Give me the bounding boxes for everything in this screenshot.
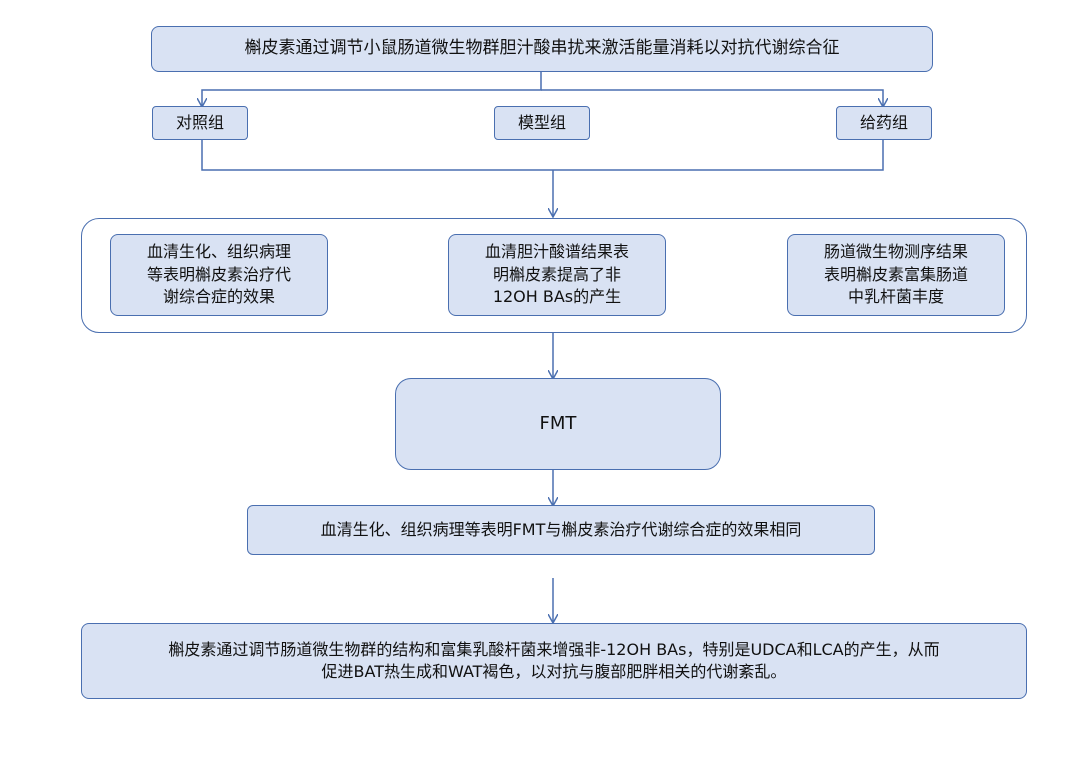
title-box: 槲皮素通过调节小鼠肠道微生物群胆汁酸串扰来激活能量消耗以对抗代谢综合征 bbox=[151, 26, 933, 72]
fmt-result-box: 血清生化、组织病理等表明FMT与槲皮素治疗代谢综合症的效果相同 bbox=[247, 505, 875, 555]
finding-serum-pathology: 血清生化、组织病理 等表明槲皮素治疗代 谢综合症的效果 bbox=[110, 234, 328, 316]
finding-bile-acid-profile: 血清胆汁酸谱结果表 明槲皮素提高了非 12OH BAs的产生 bbox=[448, 234, 666, 316]
group-treatment-label: 给药组 bbox=[859, 112, 908, 132]
arrow-title-to-treatment bbox=[541, 89, 883, 106]
connector-groups-merge bbox=[201, 140, 884, 171]
fmt-text: FMT bbox=[539, 413, 577, 435]
finding-microbiome-sequencing: 肠道微生物测序结果 表明槲皮素富集肠道 中乳杆菌丰度 bbox=[787, 234, 1005, 316]
group-control-label: 对照组 bbox=[175, 112, 224, 132]
arrow-title-to-control bbox=[202, 72, 542, 106]
finding-serum-pathology-text: 血清生化、组织病理 等表明槲皮素治疗代 谢综合症的效果 bbox=[146, 242, 291, 307]
title-text: 槲皮素通过调节小鼠肠道微生物群胆汁酸串扰来激活能量消耗以对抗代谢综合征 bbox=[244, 38, 840, 59]
group-treatment: 给药组 bbox=[836, 106, 932, 140]
finding-microbiome-sequencing-text: 肠道微生物测序结果 表明槲皮素富集肠道 中乳杆菌丰度 bbox=[823, 242, 968, 307]
fmt-box: FMT bbox=[395, 378, 721, 470]
group-control: 对照组 bbox=[152, 106, 248, 140]
conclusion-text: 槲皮素通过调节肠道微生物群的结构和富集乳酸杆菌来增强非-12OH BAs，特别是… bbox=[168, 639, 940, 681]
group-model: 模型组 bbox=[494, 106, 590, 140]
fmt-result-text: 血清生化、组织病理等表明FMT与槲皮素治疗代谢综合症的效果相同 bbox=[320, 519, 802, 539]
conclusion-box: 槲皮素通过调节肠道微生物群的结构和富集乳酸杆菌来增强非-12OH BAs，特别是… bbox=[81, 623, 1027, 699]
group-model-label: 模型组 bbox=[517, 112, 566, 132]
finding-bile-acid-profile-text: 血清胆汁酸谱结果表 明槲皮素提高了非 12OH BAs的产生 bbox=[484, 242, 629, 307]
